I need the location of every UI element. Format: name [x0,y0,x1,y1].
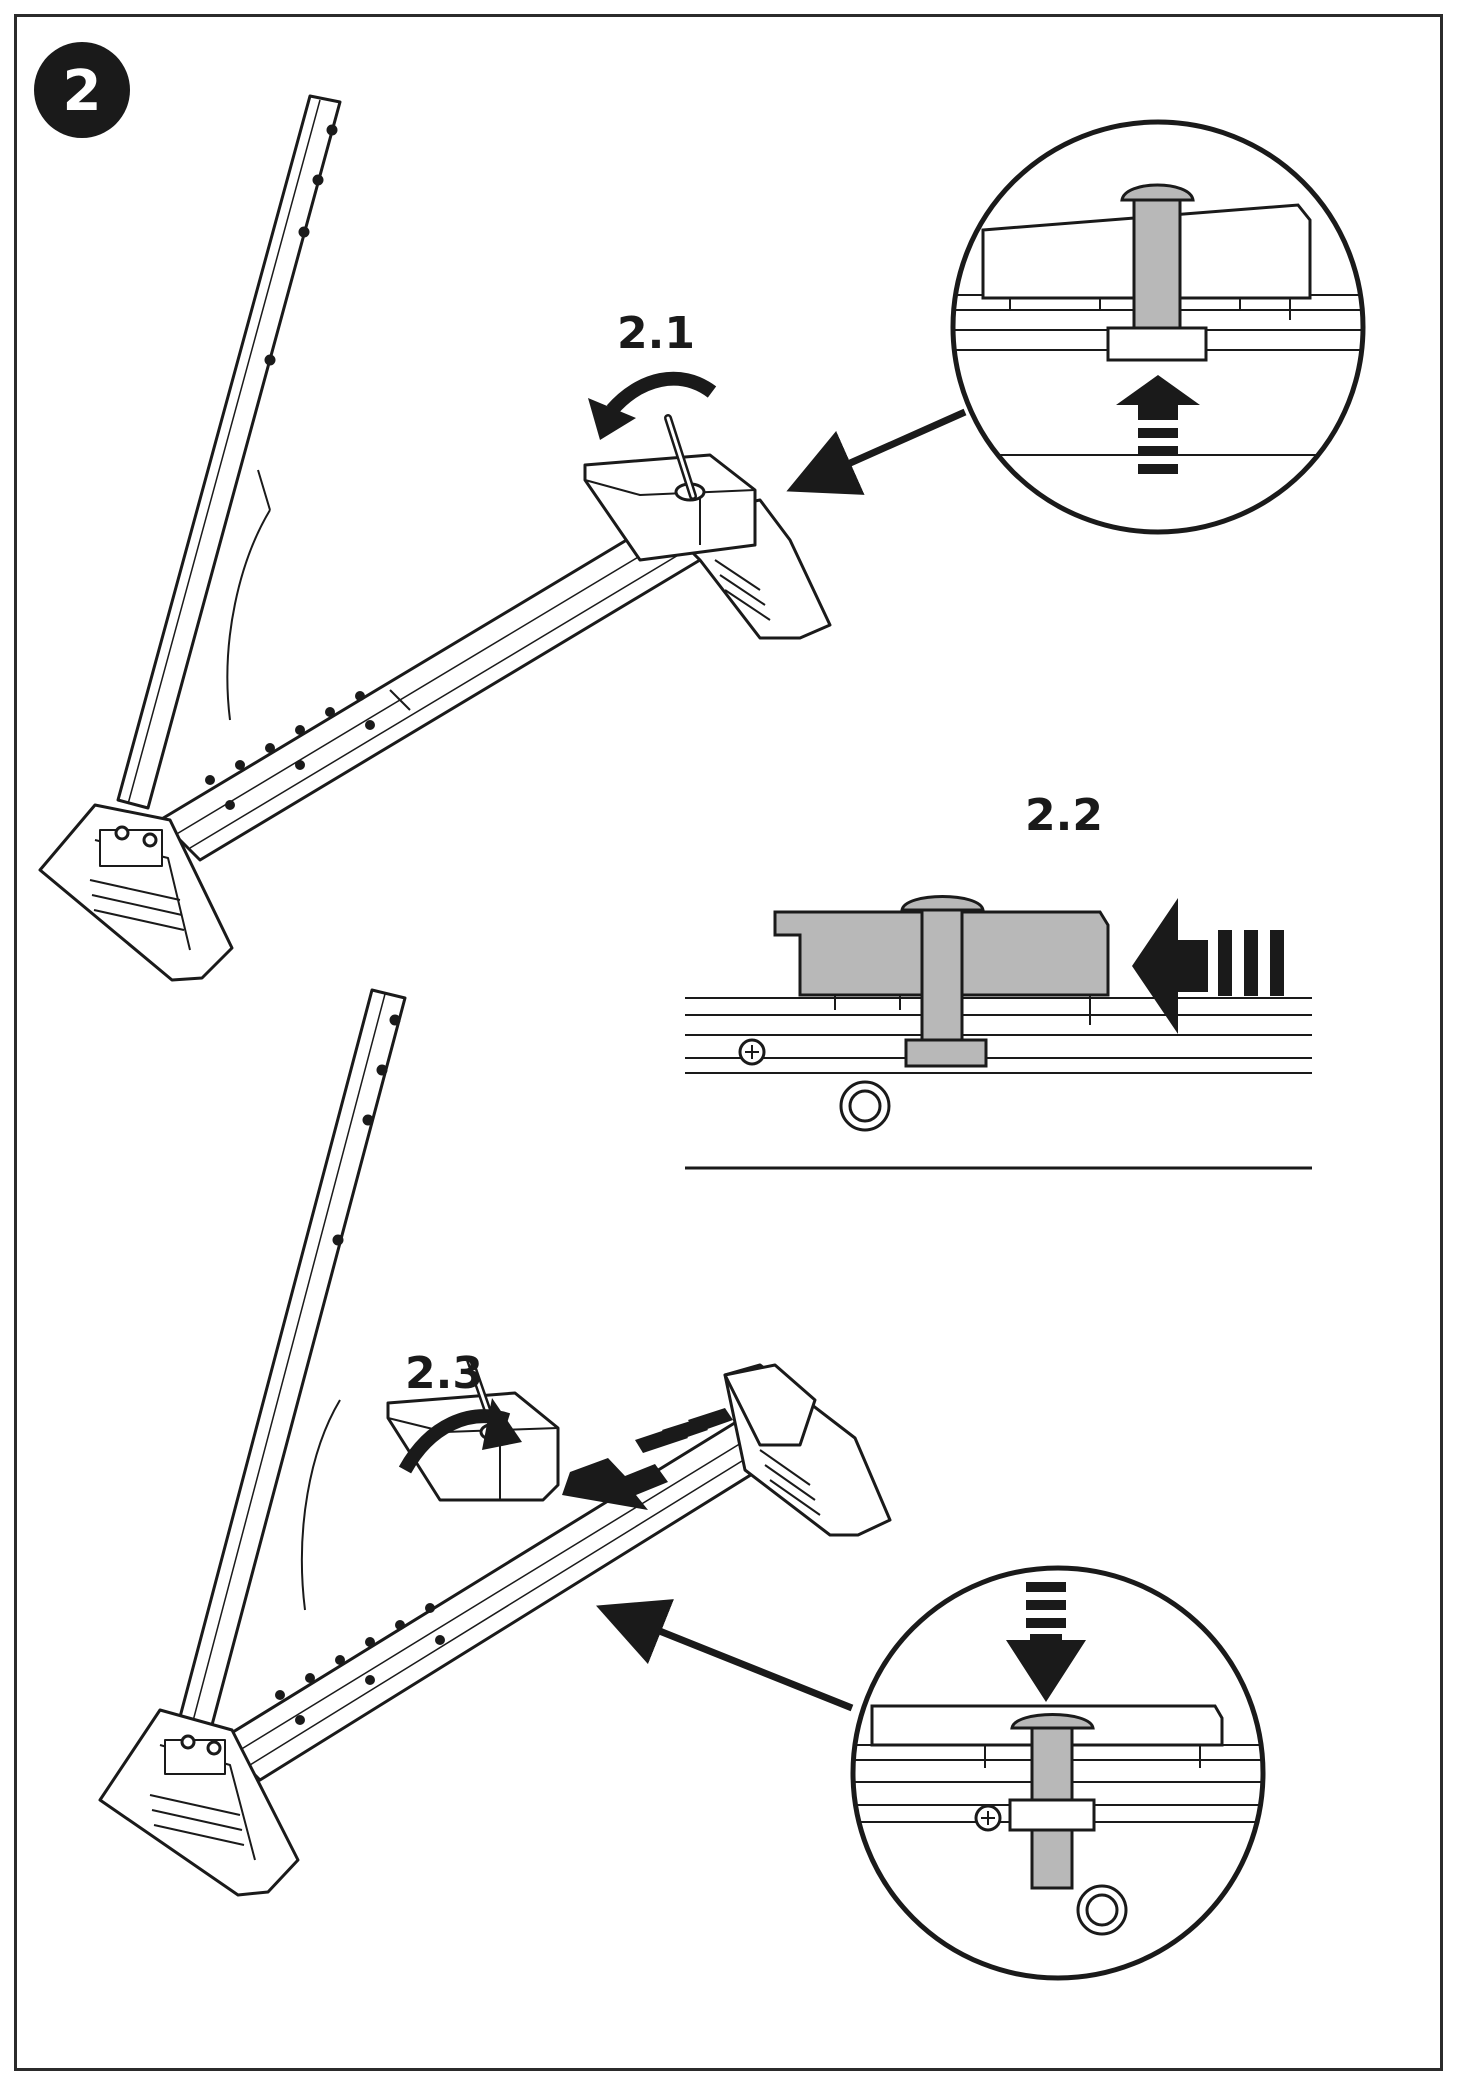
rotate-arrow-icon [398,1398,522,1474]
rotate-arrow-icon [588,371,717,440]
push-left-arrow-icon [1132,898,1284,1034]
detail-view-unlock [950,119,1366,535]
lower-stand-assembly [98,988,892,1897]
pointer-arrow-icon [596,1599,854,1712]
push-down-arrow-icon [1006,1582,1086,1702]
step-number: 2 [63,59,102,124]
detail-view-lock [850,1565,1266,1981]
pointer-arrow-icon [786,408,967,495]
upper-stand-assembly [38,94,832,982]
step-badge: 2 [34,42,130,138]
push-up-arrow-icon [1116,375,1200,474]
substep-label-2-2: 2.2 [1025,790,1103,841]
push-left-arrow-icon [562,1408,733,1510]
substep-label-2-3: 2.3 [405,1348,483,1399]
substep-label-2-1: 2.1 [617,308,695,359]
page-frame [14,14,1443,2071]
slide-detail [685,895,1312,1170]
